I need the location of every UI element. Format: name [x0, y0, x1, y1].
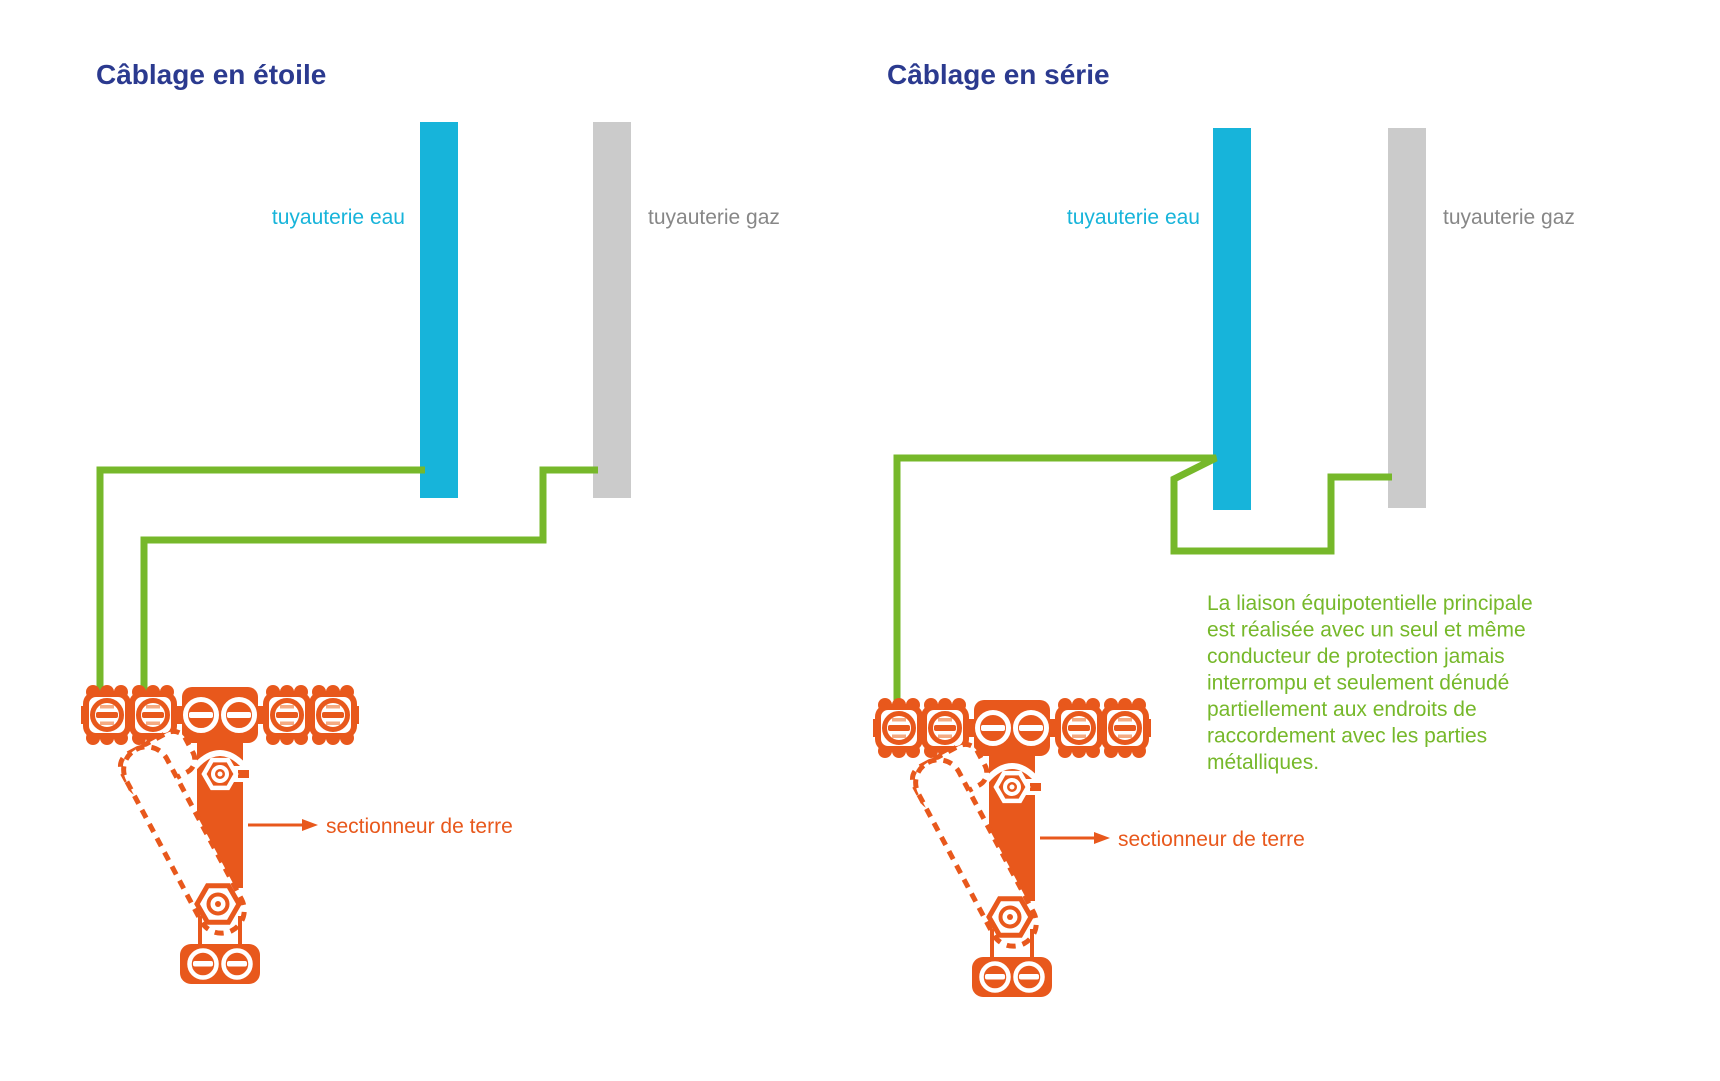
- earth-disconnector: [81, 685, 359, 984]
- gas-pipe-bar: [1388, 128, 1426, 508]
- gas-pipe-bar: [593, 122, 631, 498]
- diagram-title: Câblage en étoile: [96, 59, 326, 90]
- note-line: conducteur de protection jamais: [1207, 645, 1505, 668]
- earth-disconnector: [873, 698, 1151, 997]
- note-line: raccordement avec les parties: [1207, 725, 1487, 748]
- gas-pipe-label: tuyauterie gaz: [1443, 206, 1575, 229]
- water-pipe-label: tuyauterie eau: [1067, 206, 1200, 229]
- disconnector-label: sectionneur de terre: [326, 815, 513, 838]
- note-line: interrompu et seulement dénudé: [1207, 672, 1509, 695]
- note-line: partiellement aux endroits de: [1207, 698, 1477, 721]
- note-line: La liaison équipotentielle principale: [1207, 592, 1533, 615]
- gas-bonding-conductor: [140, 466, 598, 696]
- star-wiring-diagram: Câblage en étoile tuyauterie eau tuyaute…: [81, 59, 780, 984]
- water-pipe-bar: [1213, 128, 1251, 510]
- diagram-title: Câblage en série: [887, 59, 1110, 90]
- continuous-bonding-conductor: [893, 454, 1392, 709]
- arrow-head-icon: [1094, 832, 1110, 844]
- series-wiring-diagram: Câblage en série tuyauterie eau tuyauter…: [873, 59, 1575, 997]
- arrow-head-icon: [302, 819, 318, 831]
- water-pipe-bar: [420, 122, 458, 498]
- disconnector-label: sectionneur de terre: [1118, 828, 1305, 851]
- note-line: métalliques.: [1207, 751, 1319, 774]
- series-note: La liaison équipotentielle principale es…: [1207, 592, 1533, 774]
- water-pipe-label: tuyauterie eau: [272, 206, 405, 229]
- note-line: est réalisée avec un seul et même: [1207, 619, 1526, 642]
- water-bonding-conductor: [96, 466, 425, 696]
- gas-pipe-label: tuyauterie gaz: [648, 206, 780, 229]
